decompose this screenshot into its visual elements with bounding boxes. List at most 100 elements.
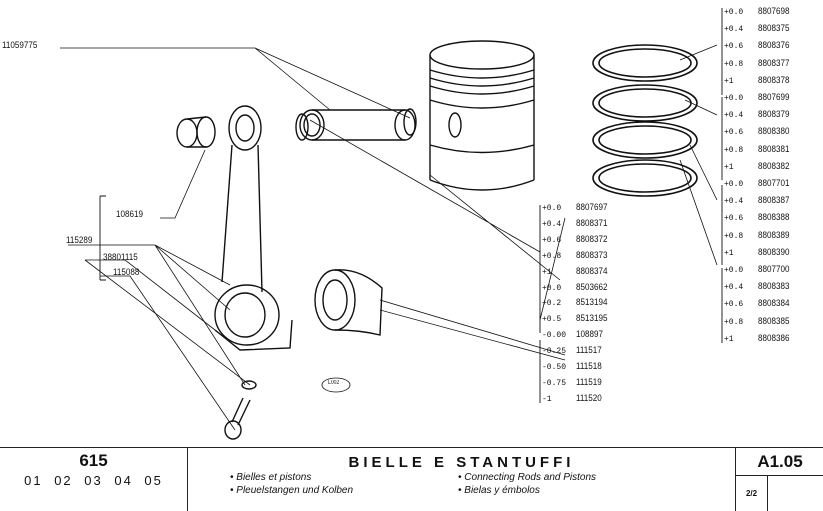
piston-size-row: +1 8808374 <box>542 266 613 277</box>
ring-size-row: +0.0 8807698 <box>724 6 795 17</box>
size-value: +0.4 <box>724 25 744 35</box>
ring-size-row: +1 8808382 <box>724 161 795 172</box>
part-number: 8808377 <box>758 57 790 69</box>
size-value: +0.0 <box>542 283 562 293</box>
size-value: +0.8 <box>542 251 562 261</box>
part-number: 8808388 <box>758 212 790 224</box>
piston-size-row: +0.4 8808371 <box>542 218 613 229</box>
bearing-shells <box>314 269 383 336</box>
subtitle-de: • Pleuelstangen und Kolben <box>230 485 354 496</box>
section-code: A1.05 <box>736 448 823 476</box>
size-value: +0.0 <box>724 8 744 17</box>
subtitle-fr: • Bielles et pistons <box>230 472 312 483</box>
pin-size-row: +0.2 8513194 <box>542 297 613 308</box>
size-value: +0.8 <box>724 145 744 155</box>
part-number: 8808383 <box>758 281 790 293</box>
label-bushing: 108619 <box>116 209 143 220</box>
size-value: +0.2 <box>542 299 562 309</box>
brackets <box>99 8 723 403</box>
size-value: -1 <box>542 394 552 404</box>
ring-size-row: +0.0 8807699 <box>724 92 795 103</box>
part-number: 8808374 <box>576 265 608 277</box>
part-number: 8808386 <box>758 332 790 344</box>
label-pin-clips: 11059775 <box>2 40 38 51</box>
size-value: +0.6 <box>724 42 744 52</box>
part-number: 8808378 <box>758 74 790 86</box>
part-number: 8513194 <box>576 297 608 309</box>
part-number: 8808373 <box>576 249 608 261</box>
size-value: +1 <box>724 76 734 86</box>
size-value: +0.8 <box>724 231 744 241</box>
size-value: +0.4 <box>724 111 744 121</box>
page-number: 2/2 <box>736 476 768 511</box>
part-number: 8808380 <box>758 126 790 138</box>
part-number: 111517 <box>576 345 602 357</box>
piston-rings <box>592 44 698 197</box>
size-value: +0.8 <box>724 317 744 327</box>
part-number: 8807698 <box>758 6 790 17</box>
part-number: 8807697 <box>576 202 608 213</box>
part-number: 8807699 <box>758 92 790 103</box>
ring-size-row: +0.8 8808381 <box>724 144 795 155</box>
subtitle-en: • Connecting Rods and Pistons <box>458 472 597 483</box>
rod-bolt <box>224 380 257 440</box>
model-number: 615 <box>79 451 108 470</box>
ring-size-row: +0.4 8808387 <box>724 195 795 206</box>
ring-size-row: +0.8 8808389 <box>724 230 795 241</box>
label-rod-bolt: 115088 <box>113 267 140 278</box>
leader-lines <box>60 44 718 431</box>
part-number: 8808389 <box>758 229 790 241</box>
code-block: A1.05 2/2 <box>735 448 823 511</box>
size-value: +1 <box>724 162 734 172</box>
part-number: 8808387 <box>758 195 790 207</box>
size-value: -0.00 <box>542 331 567 341</box>
part-number: 8808384 <box>758 298 790 310</box>
part-number: 108897 <box>576 329 603 341</box>
ring-size-row: +0.8 8808377 <box>724 58 795 69</box>
part-number: 111519 <box>576 376 602 388</box>
size-value: +0.6 <box>724 128 744 138</box>
size-value: +0.4 <box>542 219 562 229</box>
part-number: 8503662 <box>576 281 608 293</box>
part-number: 8808382 <box>758 160 790 172</box>
size-value: +0.4 <box>724 283 744 293</box>
part-number: 8807701 <box>758 178 790 189</box>
part-number: 8513195 <box>576 313 608 325</box>
part-number: 8808371 <box>576 217 608 229</box>
size-value: +0.0 <box>724 94 744 103</box>
label-figure-code: L002 <box>328 380 340 386</box>
size-value: +0.8 <box>724 59 744 69</box>
model-block: 615 01 02 03 04 05 <box>0 448 188 511</box>
size-value: +0.4 <box>724 197 744 207</box>
ring-size-row: +0.6 8808384 <box>724 298 795 309</box>
title-section: BIELLE E STANTUFFI • Bielles et pistons … <box>188 448 735 511</box>
model-variants: 01 02 03 04 05 <box>24 473 163 488</box>
ring-size-row: +0.0 8807700 <box>724 264 795 275</box>
size-value: +0.0 <box>724 266 744 275</box>
title-block: 615 01 02 03 04 05 BIELLE E STANTUFFI • … <box>0 447 823 511</box>
pin-size-row: +0.0 8503662 <box>542 282 613 293</box>
part-number: 111520 <box>576 392 602 404</box>
part-number: 8807700 <box>758 264 790 275</box>
size-value: +0.6 <box>724 300 744 310</box>
size-value: +1 <box>542 267 552 277</box>
small-end-bushing <box>176 116 216 148</box>
size-value: +0.0 <box>724 180 744 189</box>
part-number: 8808381 <box>758 143 790 155</box>
section-title: BIELLE E STANTUFFI <box>348 454 575 471</box>
ring-size-row: +0.0 8807701 <box>724 178 795 189</box>
